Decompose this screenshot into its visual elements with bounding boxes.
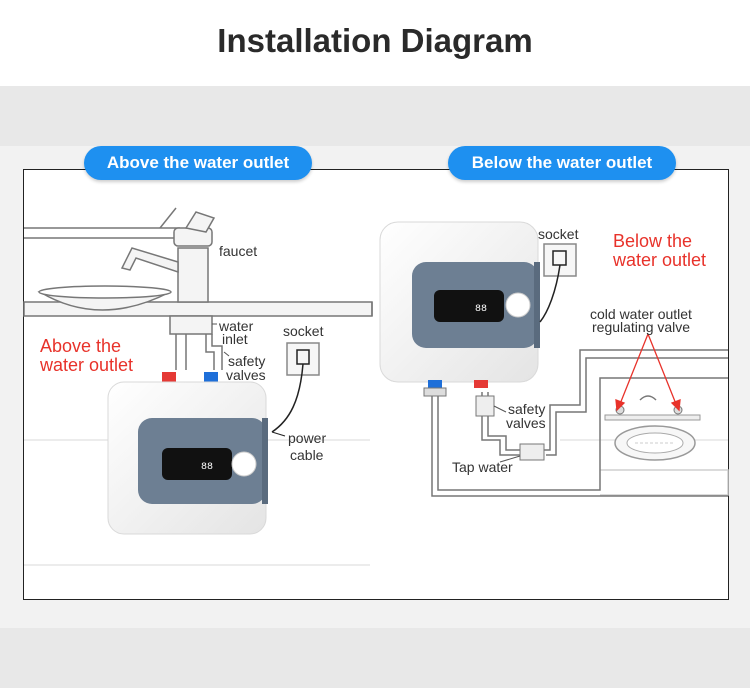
faucet-icon [120,211,216,303]
pipe-fitting [423,387,447,397]
tap-valve-icon [519,443,545,461]
power-cable-line [539,264,561,323]
heater-display-readout: 88 [475,304,487,315]
label-safety-valves-2: valves [506,415,546,431]
label-water-inlet-1: water [218,318,254,334]
leader-line [223,351,230,357]
header [0,0,750,86]
label-below-outlet-2: water outlet [612,250,706,270]
label-above-outlet-2: water outlet [39,355,133,375]
right-panel: 88 [379,221,729,497]
label-cold-valve-2: regulating valve [592,319,690,335]
label-power-cable-1: power [288,430,326,446]
label-safety-valves-2: valves [226,367,266,383]
label-above-outlet-1: Above the [40,336,121,356]
cold-cap-icon [428,380,442,388]
hot-cap-icon [474,380,488,388]
label-faucet: faucet [219,243,257,259]
tab-below-water-outlet: Below the water outlet [448,146,676,180]
left-panel: 88 faucet water inlet socket safety valv… [23,207,373,566]
counter-outline [600,469,729,496]
arrow-icon [615,333,681,412]
label-power-cable-2: cable [290,447,324,463]
bottom-band [0,628,750,688]
page-title: Installation Diagram [217,22,533,59]
cold-cap-icon [204,372,218,384]
heater-display-readout: 88 [201,462,213,473]
label-socket: socket [538,226,579,242]
power-cable-line [271,363,304,433]
label-tap-water: Tap water [452,459,513,475]
socket-icon [543,243,577,277]
tab-above-water-outlet: Above the water outlet [84,146,312,180]
hot-cap-icon [162,372,176,384]
socket-icon [286,342,320,376]
label-safety-valves-1: safety [228,353,265,369]
water-heater-icon [379,221,540,383]
safety-valve-icon [475,395,495,417]
label-socket: socket [283,323,324,339]
sink-rim [38,285,172,299]
top-band [0,86,750,146]
label-cold-valve-1: cold water outlet [590,306,692,322]
sink-icon [604,395,701,461]
plug-icon [296,349,310,365]
label-safety-valves-1: safety [508,401,545,417]
label-below-outlet-1: Below the [613,231,692,251]
pipe-icon [169,315,223,370]
leader-line [271,431,286,437]
leader-line [493,405,507,413]
label-water-inlet-2: inlet [222,331,248,347]
leader-line [499,455,521,463]
water-heater-icon [107,381,268,535]
plug-icon [552,250,567,266]
